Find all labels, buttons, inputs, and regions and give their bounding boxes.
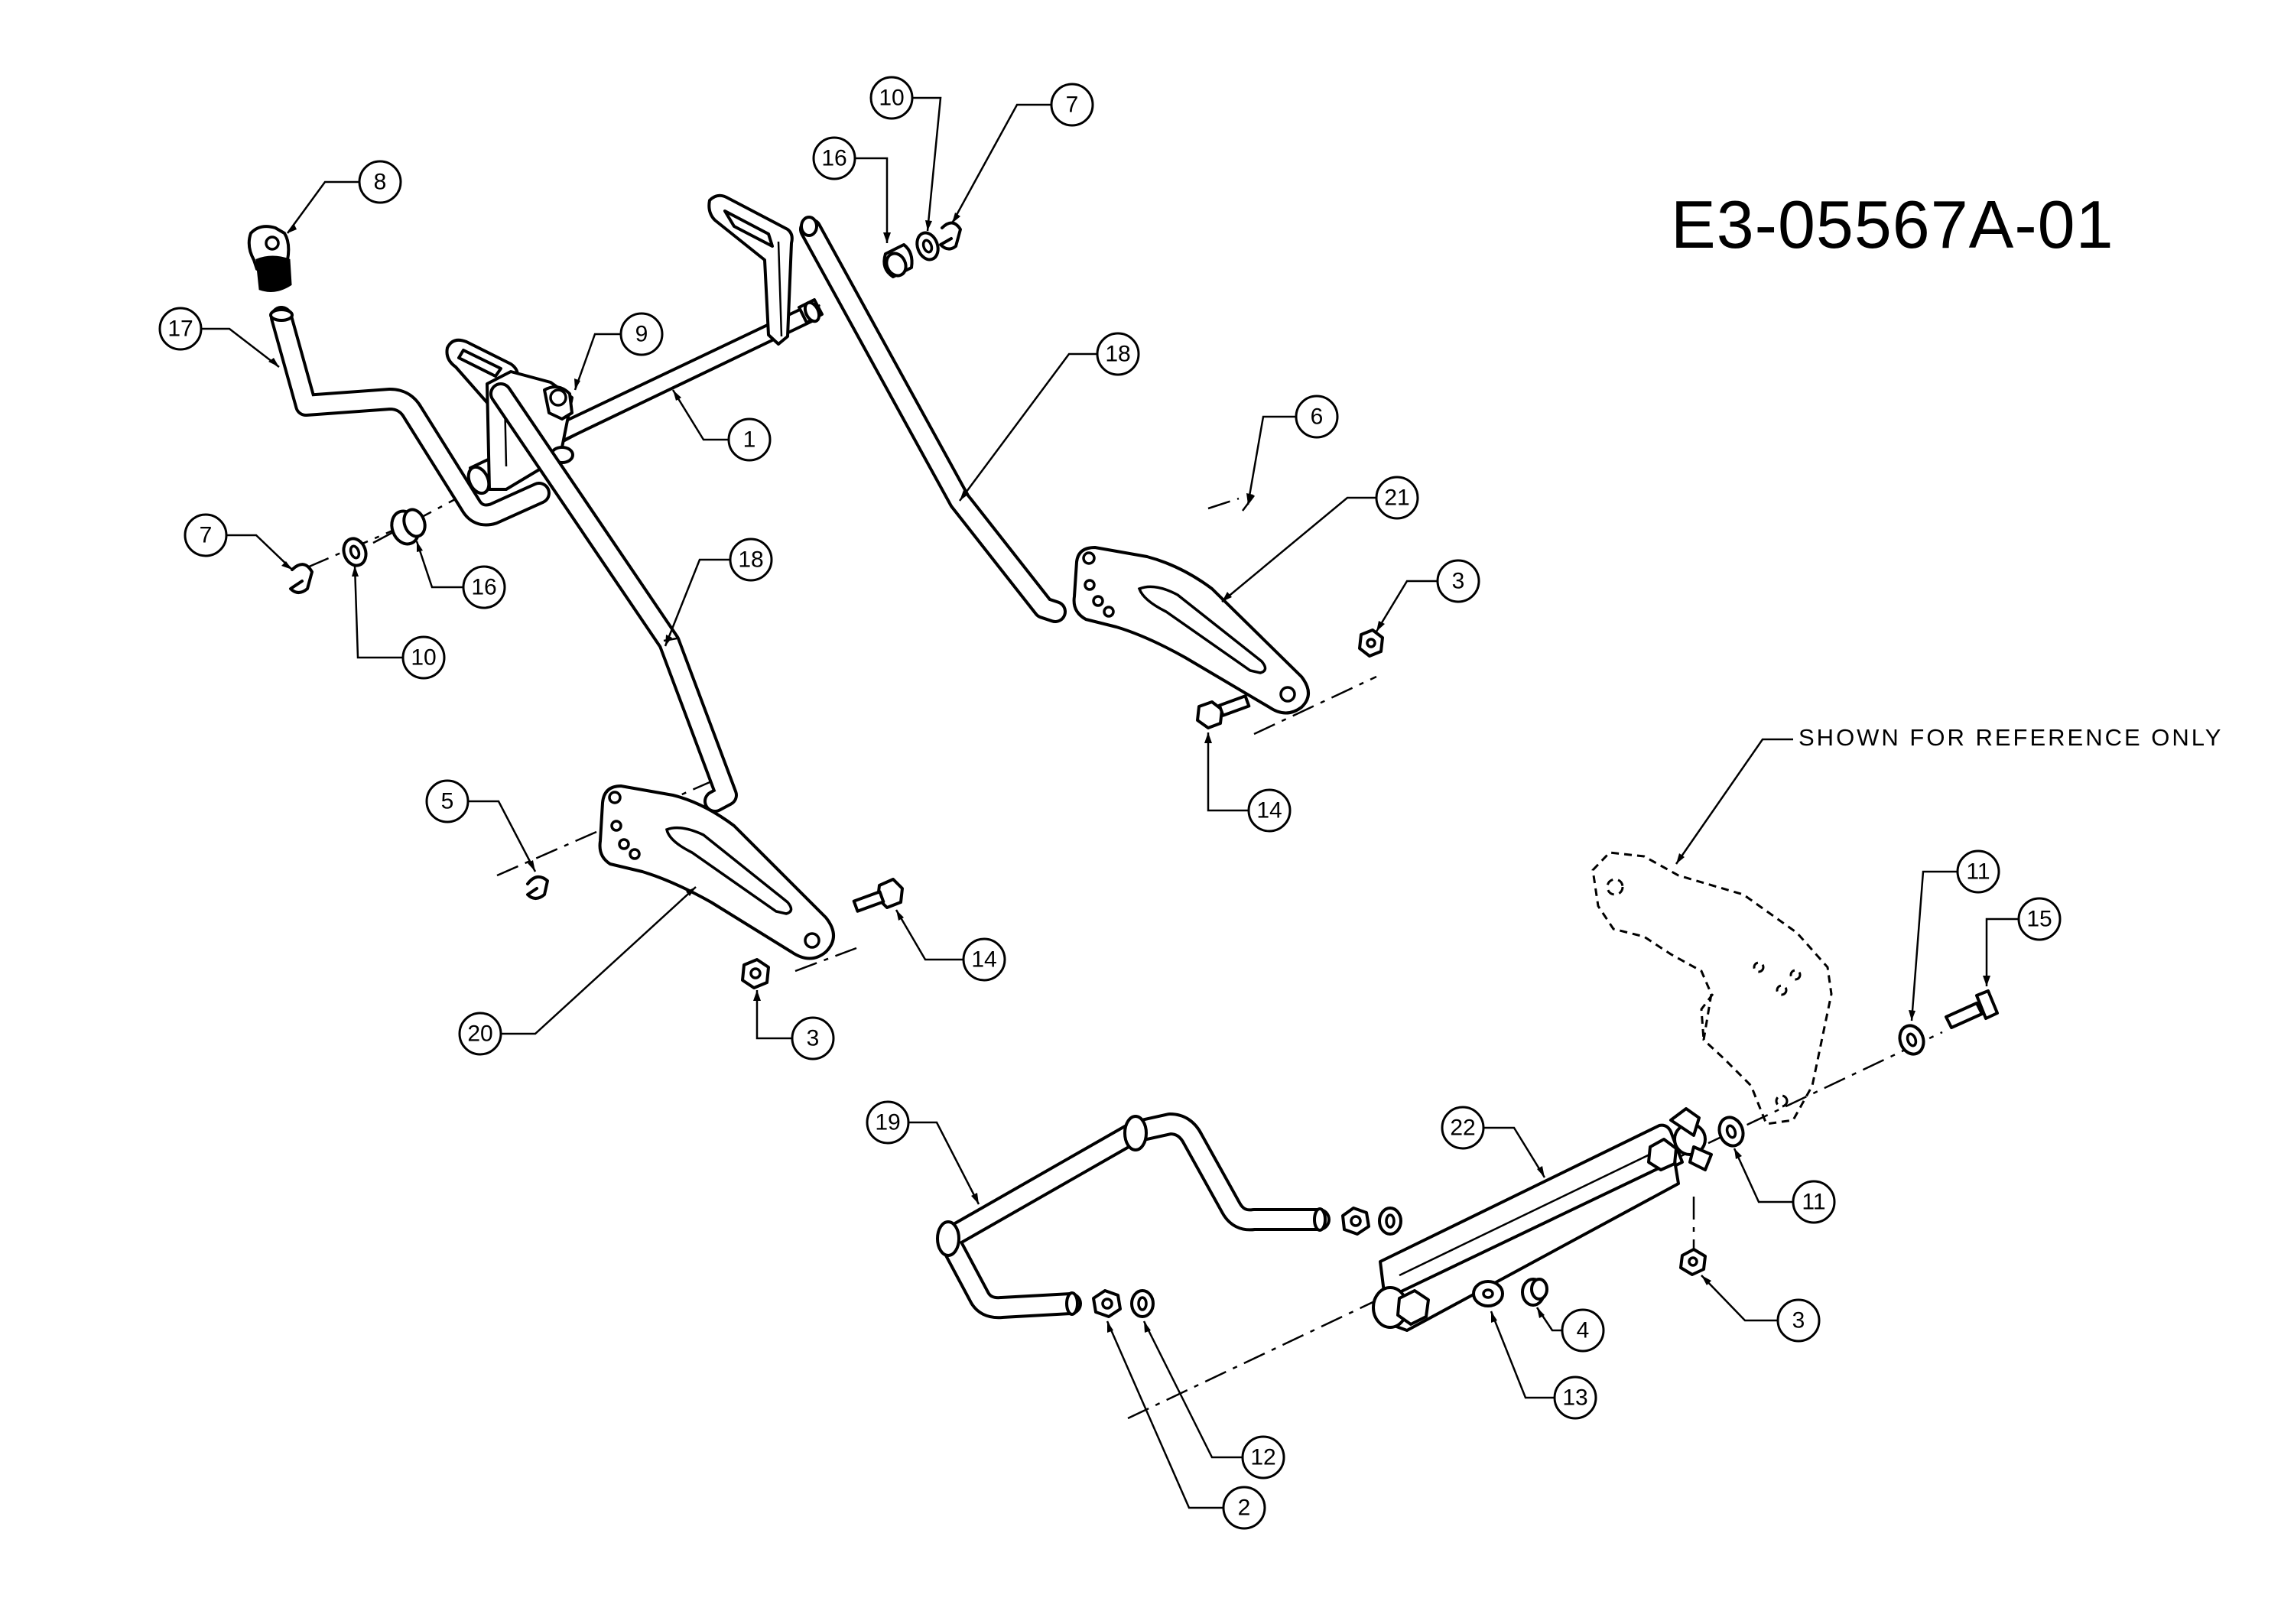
callout-label: 17 [167,317,193,342]
reference-bracket [1591,851,1833,1125]
lower-deck-hardware [1472,1248,1707,1307]
drawing-number: E3-05567A-01 [1671,187,2114,262]
callout-14-right: 14 [1247,788,1292,833]
callout-8: 8 [358,160,402,204]
callout-4: 4 [1561,1308,1605,1353]
callout-label: 13 [1562,1385,1587,1411]
callout-label: 3 [807,1026,820,1051]
callout-label: 14 [1256,798,1282,823]
callout-label: 19 [875,1110,900,1135]
lower-rod [936,1112,1331,1320]
callout-2: 2 [1222,1486,1266,1530]
callout-16-left: 16 [462,565,506,609]
callout-16-upper: 16 [812,136,856,180]
deck-channel [1372,1107,1713,1332]
callout-6: 6 [1295,395,1339,439]
callout-label: 14 [971,947,996,973]
callout-10-upper: 10 [869,76,914,120]
callout-label: 4 [1577,1318,1590,1343]
left-link-rod [489,382,738,813]
lift-handle-rod [269,306,551,527]
callout-label: 18 [1105,342,1130,367]
callout-13: 13 [1553,1376,1597,1420]
callout-12: 12 [1241,1435,1285,1479]
callout-3-lower: 3 [1776,1298,1821,1343]
callout-label: 12 [1250,1445,1275,1470]
callout-label: 1 [743,427,756,453]
callout-21: 21 [1375,476,1419,520]
callout-label: 10 [879,86,904,111]
callout-17: 17 [158,307,203,351]
callout-3-left: 3 [791,1016,835,1060]
callout-label: 16 [821,146,846,171]
callout-7-upper: 7 [1050,83,1094,127]
lower-rod-hardware [1092,1207,1402,1318]
callout-label: 11 [1966,859,1990,885]
right-link-rod [799,216,1067,623]
callout-label: 6 [1311,404,1324,430]
pivot-pin-hardware [1717,989,1999,1148]
callout-19: 19 [866,1100,910,1145]
callout-14-left: 14 [962,937,1006,982]
callout-15: 15 [2017,897,2062,941]
callout-18-upper: 18 [1096,332,1140,376]
callout-9: 9 [619,312,664,356]
lift-plate-left [598,784,835,960]
callout-label: 18 [738,547,763,573]
callout-label: 22 [1450,1116,1475,1141]
callout-label: 16 [471,575,496,600]
callout-3-right: 3 [1436,559,1480,603]
callout-label: 21 [1384,486,1409,511]
callout-22: 22 [1441,1106,1485,1150]
callout-label: 7 [200,523,213,548]
callout-18-lower: 18 [729,538,773,582]
leader-lines [201,96,2019,1509]
handle-knob [247,225,292,292]
callout-5: 5 [425,779,470,823]
callouts: 8 17 9 1 7 10 16 16 10 7 18 6 21 3 14 18… [158,76,2062,1530]
callout-label: 3 [1792,1308,1805,1333]
upper-lever-arm [707,193,794,346]
callout-label: 10 [411,645,436,671]
callout-label: 7 [1066,93,1079,118]
lift-plate-right [1072,546,1310,715]
callout-10-left: 10 [401,635,446,680]
callout-20: 20 [458,1012,502,1056]
callout-label: 20 [467,1021,492,1047]
hardware [289,221,1384,989]
reference-note: SHOWN FOR REFERENCE ONLY [1798,724,2224,751]
callout-label: 15 [2026,907,2052,932]
callout-label: 5 [441,789,454,814]
callout-label: 2 [1238,1496,1251,1521]
callout-11-lower: 11 [1792,1180,1836,1224]
callout-label: 9 [635,322,648,347]
callout-11-upper: 11 [1956,849,2000,894]
callout-label: 3 [1452,569,1465,594]
callout-1: 1 [727,417,772,462]
callout-label: 8 [374,170,387,195]
callout-7-left: 7 [184,513,228,557]
callout-label: 11 [1802,1190,1825,1215]
